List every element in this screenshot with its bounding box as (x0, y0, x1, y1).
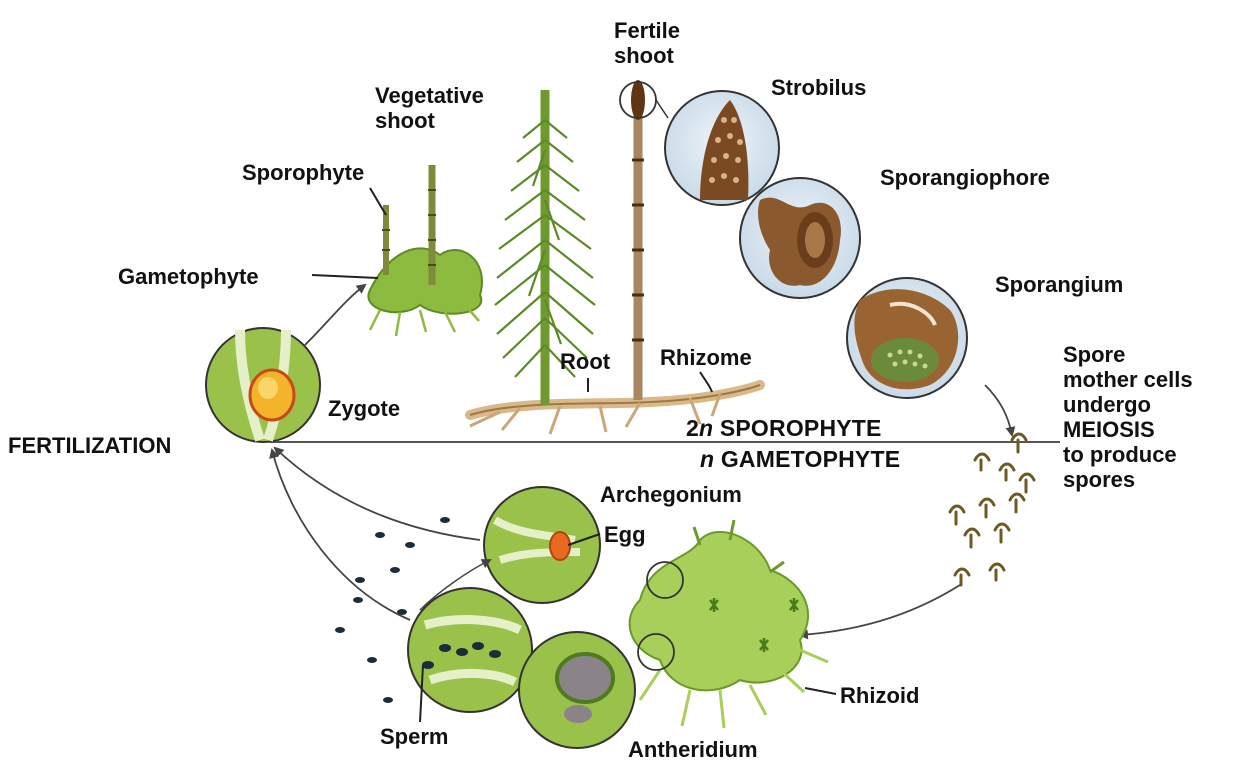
label-antheridium: Antheridium (628, 737, 758, 762)
label-sporophyte: Sporophyte (242, 160, 364, 185)
label-sperm: Sperm (380, 724, 448, 749)
label-2n-sporophyte: 2n SPOROPHYTE (686, 416, 882, 441)
label-egg: Egg (604, 522, 646, 547)
label-n-gametophyte: n GAMETOPHYTE (700, 447, 900, 472)
label-rhizome: Rhizome (660, 345, 752, 370)
sperm-lens-icon (408, 588, 532, 712)
rhizoid-leader (805, 688, 836, 694)
sporangiophore-lens-icon (740, 178, 860, 298)
sporangium-lens-icon (847, 278, 967, 398)
archegonium-lens-icon (484, 487, 600, 603)
label-sporangium: Sporangium (995, 272, 1123, 297)
spore-icon (950, 434, 1034, 585)
label-vegetative-shoot: Vegetative shoot (375, 83, 484, 133)
label-rhizoid: Rhizoid (840, 683, 919, 708)
meiosis-arrow (985, 385, 1012, 435)
label-fertilization: FERTILIZATION (8, 433, 171, 458)
spore-to-gametophyte-arrow (800, 585, 960, 635)
gametophyte-leader (312, 275, 378, 278)
label-gametophyte: Gametophyte (118, 264, 259, 289)
sporophyte-leader (370, 188, 386, 215)
label-root: Root (560, 349, 610, 374)
label-fertile-shoot: Fertile shoot (614, 18, 680, 68)
label-archegonium: Archegonium (600, 482, 742, 507)
sperm-to-fertilization-arrow (272, 450, 410, 620)
label-zygote: Zygote (328, 396, 400, 421)
strobilus-lens-icon (665, 91, 779, 205)
zygote-lens-icon (206, 328, 320, 442)
antheridium-lens-icon (519, 632, 635, 748)
label-sporangiophore: Sporangiophore (880, 165, 1050, 190)
label-strobilus: Strobilus (771, 75, 866, 100)
zygote-to-sporophyte-arrow (305, 285, 365, 345)
gametophyte-icon (630, 520, 828, 728)
rhizome-leader (700, 372, 712, 392)
label-spore-mother-cells: Spore mother cells undergo MEIOSIS to pr… (1063, 342, 1193, 492)
young-sporophyte-icon (368, 165, 482, 336)
